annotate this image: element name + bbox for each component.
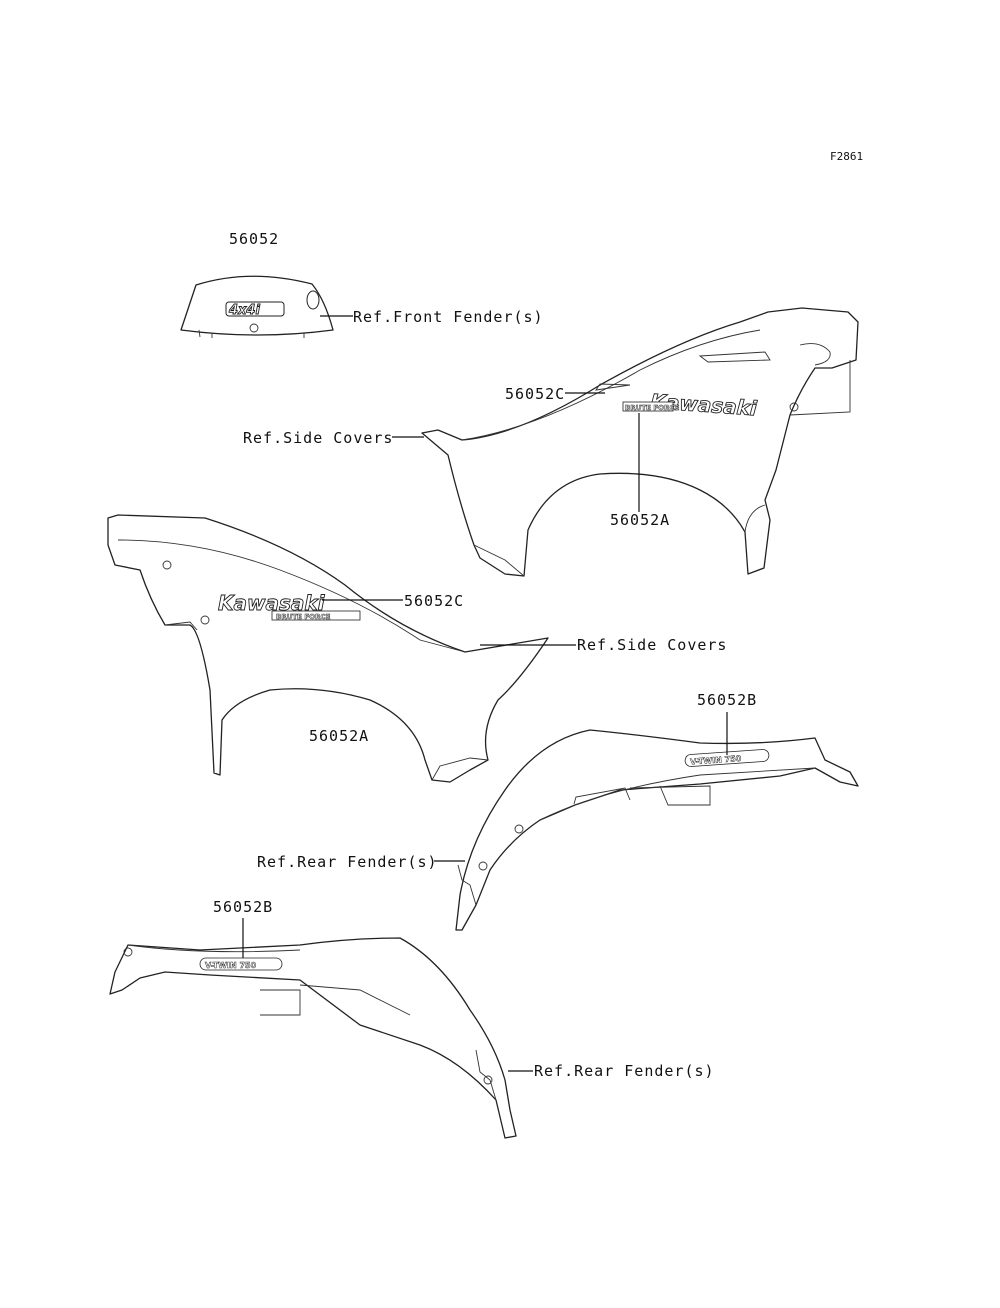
front-fender-decal: 4x4i — [180, 275, 334, 338]
label-ref-rear-fender-upper: Ref.Rear Fender(s) — [257, 853, 438, 871]
figure-code: F2861 — [830, 150, 863, 163]
rear-fender-right: V-TWIN 750 — [455, 729, 859, 931]
decal-brute-force-left: BRUTE FORCE — [276, 613, 331, 621]
decal-4x4i: 4x4i — [228, 303, 260, 318]
decal-brute-force-right: BRUTE FORCE — [625, 404, 680, 412]
side-cover-left: Kawasaki BRUTE FORCE — [107, 514, 549, 783]
side-cover-right: Kawasaki BRUTE FORCE — [421, 307, 859, 577]
decal-vforce-right: V-TWIN 750 — [690, 754, 742, 767]
label-56052: 56052 — [229, 230, 279, 248]
label-56052b-upper: 56052B — [697, 691, 757, 709]
label-ref-rear-fender-lower: Ref.Rear Fender(s) — [534, 1062, 715, 1080]
label-ref-side-covers-upper: Ref.Side Covers — [243, 429, 393, 447]
label-56052a-upper: 56052A — [610, 511, 670, 529]
decal-vforce-left: V-TWIN 750 — [205, 961, 257, 970]
label-56052c-lower: 56052C — [404, 592, 464, 610]
rear-fender-left: V-TWIN 750 — [109, 937, 517, 1139]
label-56052a-lower: 56052A — [309, 727, 369, 745]
label-56052b-lower: 56052B — [213, 898, 273, 916]
label-ref-side-covers-lower: Ref.Side Covers — [577, 636, 727, 654]
label-ref-front-fender: Ref.Front Fender(s) — [353, 308, 544, 326]
label-56052c-upper: 56052C — [505, 385, 565, 403]
